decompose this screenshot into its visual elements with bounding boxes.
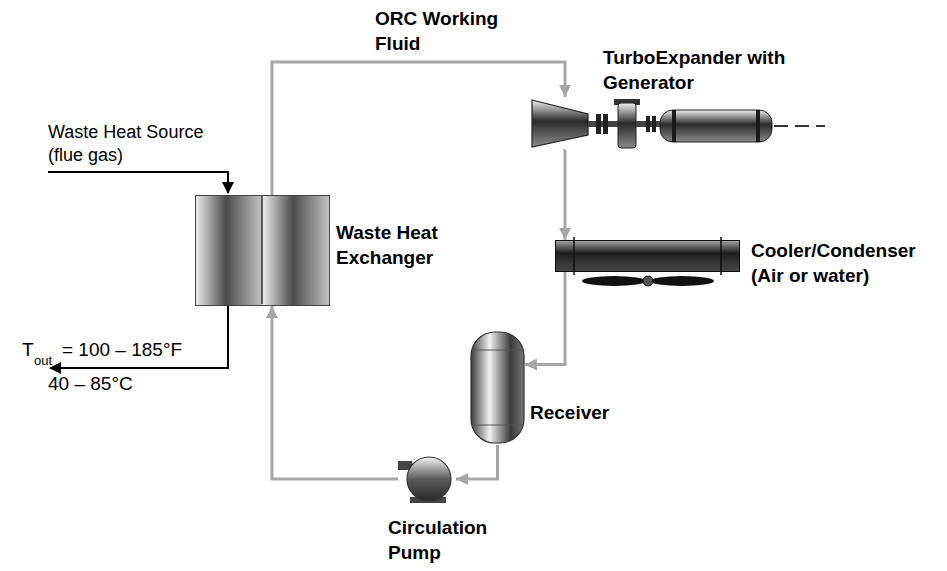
fan-hub (643, 276, 653, 286)
subscript: out (34, 349, 64, 372)
coupling (603, 114, 608, 134)
cooler-end-line (573, 237, 575, 275)
turboexpander-generator: TurboExpander with Generator (530, 97, 780, 150)
component-label: Waste Heat Exchanger (336, 220, 471, 270)
heat-exchanger: Waste Heat Exchanger (195, 195, 330, 306)
flow-label: ORC Working Fluid (375, 6, 520, 56)
shape-drawing (556, 241, 739, 271)
fan-blade (650, 276, 714, 286)
flow-connector (456, 445, 498, 479)
receiver-vessel: Receiver (470, 330, 525, 445)
component-label: Receiver (530, 400, 640, 425)
temperature-range-c: 40 – 85°C (48, 372, 188, 395)
flow-connector (272, 62, 565, 195)
receiver-shell (471, 332, 524, 443)
flow-connector (525, 272, 565, 365)
weld-seam (472, 350, 523, 351)
gearbox (618, 103, 636, 148)
output-shaft-dashed (774, 125, 825, 127)
pump-body (407, 457, 451, 501)
temperature-range-f: = 100 – 185°F (62, 338, 232, 361)
weld-seam (472, 425, 523, 426)
component-label: TurboExpander with Generator (603, 45, 818, 95)
generator-ring (756, 110, 760, 142)
cooler-condenser: Cooler/Condenser (Air or water) (555, 240, 740, 272)
shape-drawing (530, 97, 780, 150)
coupling (596, 114, 601, 134)
circulation-pump: Circulation Pump (398, 455, 456, 503)
coupling (646, 116, 650, 132)
shape-drawing (470, 330, 525, 445)
heat-source-label: Waste Heat Source (flue gas) (48, 121, 213, 167)
shape-drawing (196, 196, 329, 305)
coupling (652, 116, 656, 132)
generator-ring (672, 110, 676, 142)
turbine-casing (532, 100, 588, 147)
flow-connector (272, 306, 398, 479)
flue-gas-inlet-line (48, 172, 228, 193)
component-label: Cooler/Condenser (Air or water) (751, 238, 943, 288)
fan-blade (582, 276, 646, 286)
shape-drawing (398, 455, 456, 503)
cooler-end-line (720, 237, 722, 275)
exchanger-divider (261, 196, 263, 304)
flow-connector (563, 150, 566, 240)
component-label: Circulation Pump (388, 515, 518, 565)
generator-body (660, 110, 772, 142)
